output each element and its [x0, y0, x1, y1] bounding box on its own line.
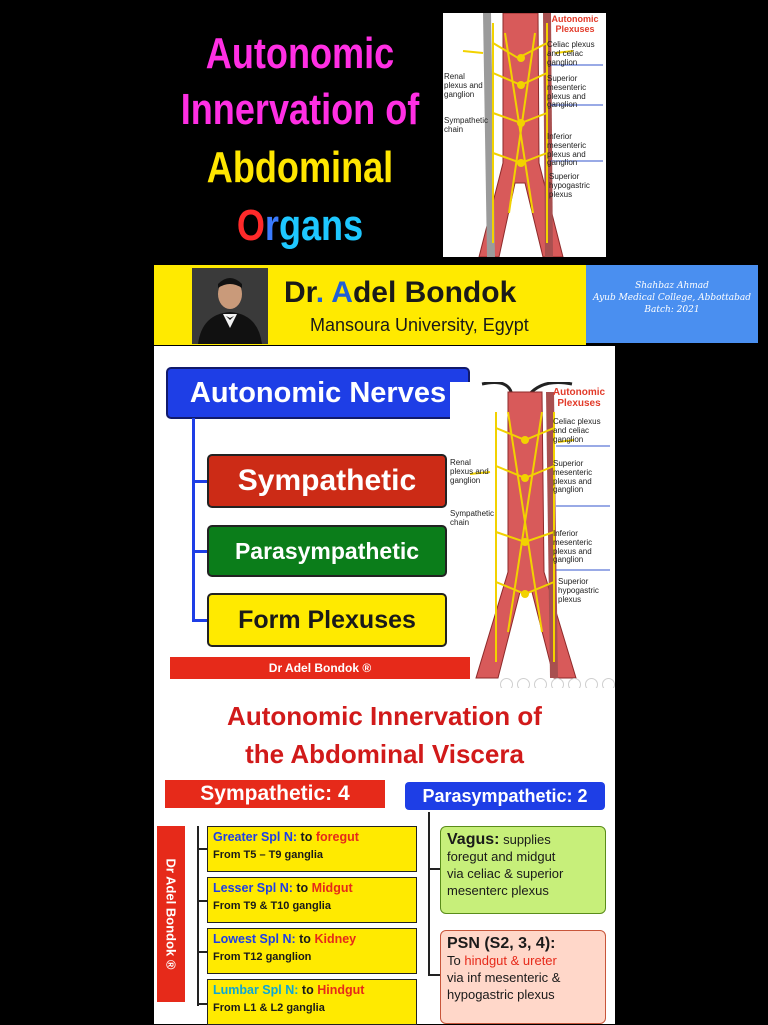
name-prefix: Dr: [284, 276, 316, 309]
label-supmes-top: Superior mesenteric plexus and ganglion: [547, 74, 587, 110]
title-line-2: Innervation of: [180, 85, 420, 134]
form-plexuses-box: Form Plexuses: [207, 593, 447, 647]
label-suphypo-slide: Superior hypogastric plexus: [558, 577, 599, 604]
nerve-box-greater: Greater Spl N: to foregut From T5 – T9 g…: [207, 826, 417, 872]
side-watermark-label: Dr Adel Bondok ®: [157, 826, 185, 1002]
slide1-footer: Dr Adel Bondok ®: [170, 657, 470, 679]
nerve-target: Midgut: [311, 881, 353, 895]
author-name: Dr. Adel Bondok: [284, 276, 516, 310]
author-photo: [192, 268, 268, 344]
credit-college: Ayub Medical College, Abbottabad: [592, 293, 752, 303]
para-bracket-tick-2: [428, 974, 440, 976]
title-letter-r: r: [264, 201, 279, 250]
label-suphypo-top: Superior hypogastric plexus: [549, 172, 590, 199]
nerve-target: foregut: [315, 830, 359, 844]
nerve-origin: From L1 & L2 ganglia: [213, 1002, 325, 1014]
nerve-to: to: [296, 881, 309, 895]
sympathetic-bracket: [197, 826, 199, 1006]
title-rest: gans: [278, 201, 364, 250]
title-line-4: Organs: [177, 204, 423, 248]
slide2-title-line2: the Abdominal Viscera: [245, 739, 524, 769]
parasympathetic-bracket: [428, 812, 430, 976]
tree-branch-2: [192, 550, 208, 553]
nerve-target: Kidney: [314, 932, 357, 946]
bracket-tick-1: [197, 848, 207, 850]
sympathetic-box: Sympathetic: [207, 454, 447, 508]
bracket-tick-4: [197, 1003, 207, 1005]
nerve-box-lowest: Lowest Spl N: to Kidney From T12 ganglio…: [207, 928, 417, 974]
anatomy-diagram-top: Autonomic Plexuses Celiac plexus and cel…: [443, 13, 606, 257]
psn-box: PSN (S2, 3, 4): To hindgut & ureter via …: [440, 930, 606, 1024]
nerve-origin: From T12 ganglion: [213, 951, 312, 963]
nerve-box-lumbar: Lumbar Spl N: to Hindgut From L1 & L2 ga…: [207, 979, 417, 1025]
autonomic-nerves-box: Autonomic Nerves: [166, 367, 470, 419]
nerve-name: Lowest Spl N:: [213, 932, 296, 946]
psn-head: PSN (S2, 3, 4):: [447, 935, 556, 952]
vagus-head: Vagus:: [447, 831, 500, 848]
label-supmes-slide: Superior mesenteric plexus and ganglion: [553, 459, 593, 495]
psn-targets: hindgut & ureter: [464, 953, 557, 968]
title-line-1: Autonomic: [205, 29, 395, 78]
bracket-tick-3: [197, 951, 207, 953]
nerve-origin: From T5 – T9 ganglia: [213, 849, 324, 861]
slide2-title-line1: Autonomic Innervation of: [227, 701, 542, 731]
vagus-supplies: supplies: [503, 832, 551, 847]
nerve-name: Greater Spl N:: [213, 830, 298, 844]
para-bracket-tick-1: [428, 868, 440, 870]
psn-plexus: hypogastric plexus: [447, 987, 555, 1002]
name-initial: A: [331, 276, 353, 309]
author-university: Mansoura University, Egypt: [310, 315, 529, 335]
vagus-via: via celiac & superior: [447, 866, 564, 881]
credit-box: Shahbaz Ahmad Ayub Medical College, Abbo…: [586, 265, 758, 343]
psn-to: To: [447, 953, 461, 968]
credit-name: Shahbaz Ahmad: [635, 281, 709, 291]
label-chain-top: Sympathetic chain: [444, 116, 489, 134]
name-dot: .: [315, 276, 325, 309]
parasympathetic-header: Parasympathetic: 2: [405, 782, 605, 810]
label-renal-top: Renal plexus and ganglion: [444, 72, 483, 99]
vagus-box: Vagus: supplies foregut and midgut via c…: [440, 826, 606, 914]
nerve-to: to: [300, 830, 313, 844]
title-letter-o: O: [236, 201, 265, 250]
anatomy-diagram-slide: Autonomic Plexuses Celiac plexus and cel…: [450, 382, 612, 680]
label-infmes-slide: Inferior mesenteric plexus and ganglion: [553, 529, 593, 565]
portrait-icon: [192, 268, 268, 344]
tree-branch-3: [192, 619, 208, 622]
tree-branch-1: [192, 480, 208, 483]
label-renal-slide: Renal plexus and ganglion: [450, 458, 489, 485]
vagus-targets: foregut and midgut: [447, 849, 556, 864]
aorta-illustration-slide: [469, 382, 610, 679]
nerve-name: Lesser Spl N:: [213, 881, 293, 895]
anatomy-heading-top: Autonomic Plexuses: [551, 14, 599, 34]
label-infmes-top: Inferior mesenteric plexus and ganglion: [547, 132, 587, 168]
psn-via: via inf mesenteric &: [447, 970, 561, 985]
nerve-to: to: [299, 932, 311, 946]
name-rest: del Bondok: [352, 276, 517, 309]
nerve-target: Hindgut: [317, 983, 365, 997]
title-line-3: Abdominal: [206, 143, 394, 192]
anatomy-heading-slide: Autonomic Plexuses: [552, 387, 606, 409]
bracket-tick-2: [197, 900, 207, 902]
label-celiac-slide: Celiac plexus and celiac ganglion: [553, 417, 601, 444]
nerve-to: to: [301, 983, 314, 997]
nerve-box-lesser: Lesser Spl N: to Midgut From T9 & T10 ga…: [207, 877, 417, 923]
credit-batch: Batch: 2021: [644, 305, 700, 315]
parasympathetic-box: Parasympathetic: [207, 525, 447, 577]
aorta-illustration: [462, 13, 603, 257]
vagus-plexus: mesenterc plexus: [447, 883, 549, 898]
sympathetic-header: Sympathetic: 4: [165, 780, 385, 808]
label-celiac-top: Celiac plexus and celiac ganglion: [547, 40, 595, 67]
tree-connector: [192, 418, 195, 622]
nerve-origin: From T9 & T10 ganglia: [213, 900, 331, 912]
nerve-name: Lumbar Spl N:: [213, 983, 299, 997]
label-chain-slide: Sympathetic chain: [450, 509, 495, 527]
